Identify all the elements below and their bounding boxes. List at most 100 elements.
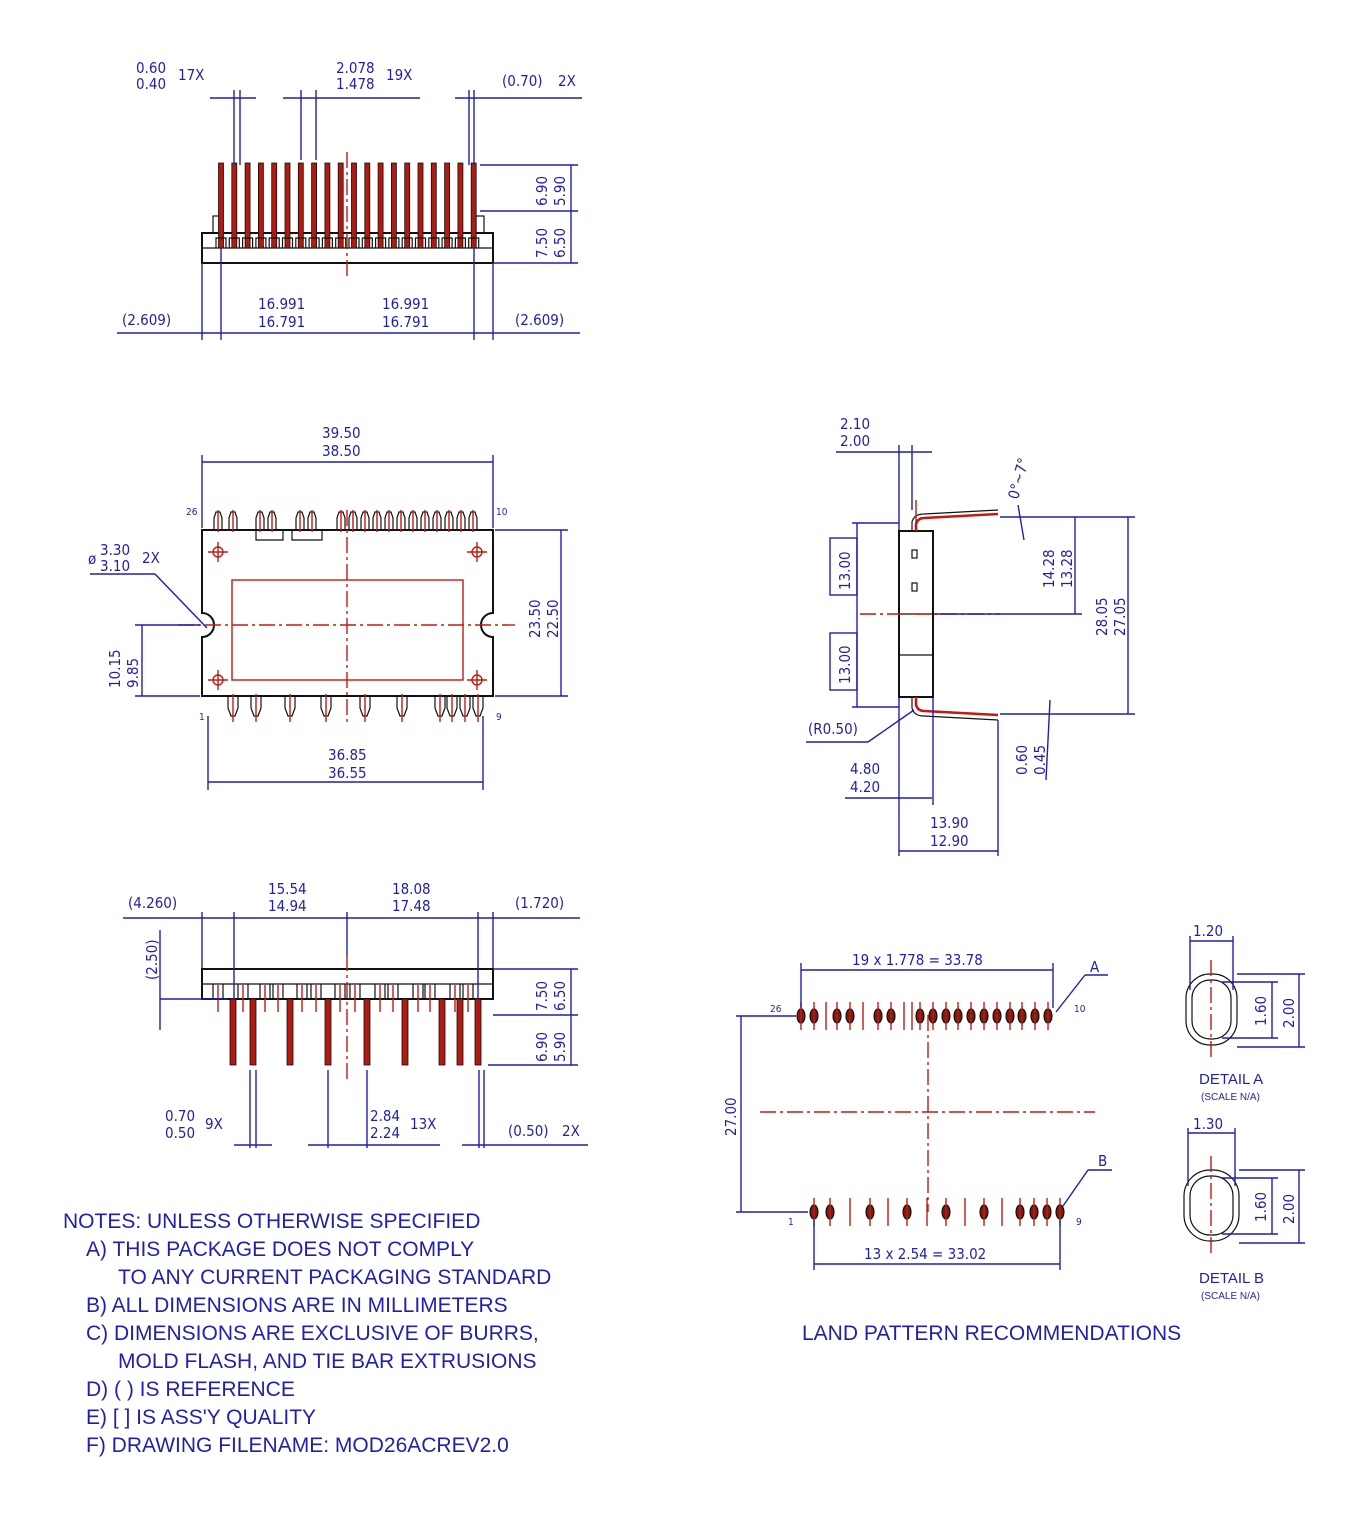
land-pattern-title: LAND PATTERN RECOMMENDATIONS: [802, 1322, 1181, 1345]
dim-side-half-h-max: 14.28: [1040, 549, 1058, 588]
top-view-lead: [430, 162, 437, 249]
dim-side-lead-thk-max: 0.60: [1013, 745, 1031, 775]
dim-top-body-h-max: 7.50: [533, 228, 551, 258]
dim-bot-pitch-max: 2.84: [370, 1107, 400, 1125]
dim-body-w-min: 22.50: [544, 599, 562, 638]
dim-body-w-max: 23.50: [526, 599, 544, 638]
dim-side-thk-min: 2.00: [840, 432, 870, 450]
top-view-lead: [297, 162, 304, 249]
plan-view-body-outline: [201, 529, 494, 697]
top-view-lead: [390, 162, 397, 249]
dim-half-left-max: 16.991: [258, 295, 305, 313]
top-view-lead: [377, 162, 384, 249]
top-view-lead: [404, 162, 411, 249]
bottom-view-lead: [474, 998, 482, 1066]
dim-lp-bottom-row: 13 x 2.54 = 33.02: [864, 1245, 986, 1263]
dim-top-lead-len-max: 6.90: [533, 176, 551, 206]
dim-bot-pitch-min: 2.24: [370, 1124, 400, 1142]
land-pattern-bottom-row: [809, 1198, 1065, 1226]
dim-lp-top-row: 19 x 1.778 = 33.78: [852, 951, 983, 969]
dim-side-full-h-max: 28.05: [1093, 597, 1111, 636]
dim-bot-pitch-qty: 13X: [410, 1115, 436, 1133]
dim-side-half-h-min: 13.28: [1058, 549, 1076, 588]
plan-pin-26: 26: [186, 507, 198, 518]
top-view-lead: [444, 162, 451, 249]
dim-pin-span-max: 36.85: [328, 746, 367, 764]
dim-lp-row-spacing: 27.00: [722, 1097, 740, 1136]
land-pattern-top-row: [796, 1002, 1053, 1030]
dim-top-body-h-min: 6.50: [551, 228, 569, 258]
detail-b-width: 1.30: [1193, 1115, 1223, 1133]
dim-bot-end-lead: (0.50): [508, 1122, 549, 1140]
bottom-view-lead: [401, 998, 409, 1066]
dim-bot-lead-w-max: 0.70: [165, 1107, 195, 1125]
dim-side-seg-upper: 13.00: [836, 551, 854, 590]
dim-lead-width-qty: 17X: [178, 66, 204, 84]
dim-hole-max: 3.30: [100, 541, 130, 559]
note-c-line1: C) DIMENSIONS ARE EXCLUSIVE OF BURRS,: [86, 1322, 539, 1345]
dim-top-left-ref: (2.609): [122, 311, 171, 329]
detail-a: 1.20 1.60 2.00 DETAIL A (SCALE N/A): [1185, 922, 1305, 1103]
dim-lead-width-min: 0.40: [136, 75, 166, 93]
dim-hole-y-min: 9.85: [124, 658, 142, 688]
detail-b-scale: (SCALE N/A): [1201, 1291, 1260, 1302]
top-view-lead: [284, 162, 291, 249]
detail-a-outer: 2.00: [1280, 998, 1298, 1028]
dim-bot-lead-len-max: 6.90: [533, 1032, 551, 1062]
dim-hole-y-max: 10.15: [106, 649, 124, 688]
side-view: 2.10 2.00 0°~7° 13.00 13.00 14.28 13.28 …: [806, 415, 1135, 856]
dim-lead-width-max: 0.60: [136, 59, 166, 77]
top-view-lead: [351, 162, 357, 249]
dim-half-right-min: 16.791: [382, 313, 429, 331]
dim-bot-right-ref: (1.720): [515, 894, 564, 912]
detail-b: 1.30 1.60 2.00 DETAIL B (SCALE N/A): [1183, 1115, 1305, 1302]
dim-side-thk-max: 2.10: [840, 415, 870, 433]
lp-pin-10: 10: [1074, 1004, 1086, 1015]
dim-lead-pitch-max: 2.078: [336, 59, 375, 77]
top-view-lead: [244, 162, 251, 249]
note-e: E) [ ] IS ASS'Y QUALITY: [86, 1406, 316, 1429]
lp-pin-9: 9: [1076, 1217, 1082, 1228]
dim-bot-lead-w-min: 0.50: [165, 1124, 195, 1142]
dim-side-full-h-min: 27.05: [1111, 597, 1129, 636]
dim-side-radius: (R0.50): [808, 720, 858, 738]
top-view-lead: [417, 162, 424, 249]
dim-bot-body-h-max: 7.50: [533, 981, 551, 1011]
dim-seg-a-min: 14.94: [268, 897, 307, 915]
dim-hole-prefix: ø: [88, 550, 96, 568]
bottom-view-lead: [229, 998, 237, 1066]
top-view-lead: [470, 162, 477, 249]
plan-view: 26 10 1 9 39.50 38.50 ø 3.30 3.10 2X 10.…: [88, 424, 568, 790]
dim-lead-pitch-qty: 19X: [386, 66, 412, 84]
top-view-lead: [457, 162, 464, 249]
dim-lead-pitch-min: 1.478: [336, 75, 375, 93]
top-view-lead: [218, 162, 224, 249]
bottom-view: (4.260) 15.54 14.94 18.08 17.48 (1.720) …: [123, 880, 588, 1148]
note-b: B) ALL DIMENSIONS ARE IN MILLIMETERS: [86, 1294, 508, 1317]
dim-pin-span-min: 36.55: [328, 764, 367, 782]
dim-body-len-min: 38.50: [322, 442, 361, 460]
dim-side-reach-max: 13.90: [930, 814, 969, 832]
bottom-view-lead: [286, 998, 294, 1066]
mount-hole-marks: [208, 542, 487, 690]
dim-side-offset-min: 4.20: [850, 778, 880, 796]
top-view: 0.60 0.40 17X 2.078 1.478 19X (0.70) 2X …: [117, 59, 582, 340]
dim-half-left-min: 16.791: [258, 313, 305, 331]
top-view-lead: [257, 162, 264, 249]
top-view-lead: [324, 162, 331, 249]
detail-a-title: DETAIL A: [1199, 1071, 1263, 1088]
dim-hole-qty: 2X: [142, 549, 160, 567]
dim-body-len-max: 39.50: [322, 424, 361, 442]
top-view-lead: [271, 162, 278, 249]
detail-b-inner: 1.60: [1252, 1192, 1270, 1222]
bottom-view-lead: [363, 998, 371, 1066]
detail-b-title: DETAIL B: [1199, 1270, 1264, 1287]
detail-a-inner: 1.60: [1252, 996, 1270, 1026]
dim-top-right-ref: (2.609): [515, 311, 564, 329]
bottom-view-leads: [212, 984, 482, 1066]
dim-bot-body-h-min: 6.50: [551, 981, 569, 1011]
bottom-view-lead: [438, 998, 446, 1066]
plan-pin-1: 1: [199, 712, 205, 723]
note-c-line2: MOLD FLASH, AND TIE BAR EXTRUSIONS: [118, 1350, 537, 1373]
dim-seg-b-max: 18.08: [392, 880, 431, 898]
